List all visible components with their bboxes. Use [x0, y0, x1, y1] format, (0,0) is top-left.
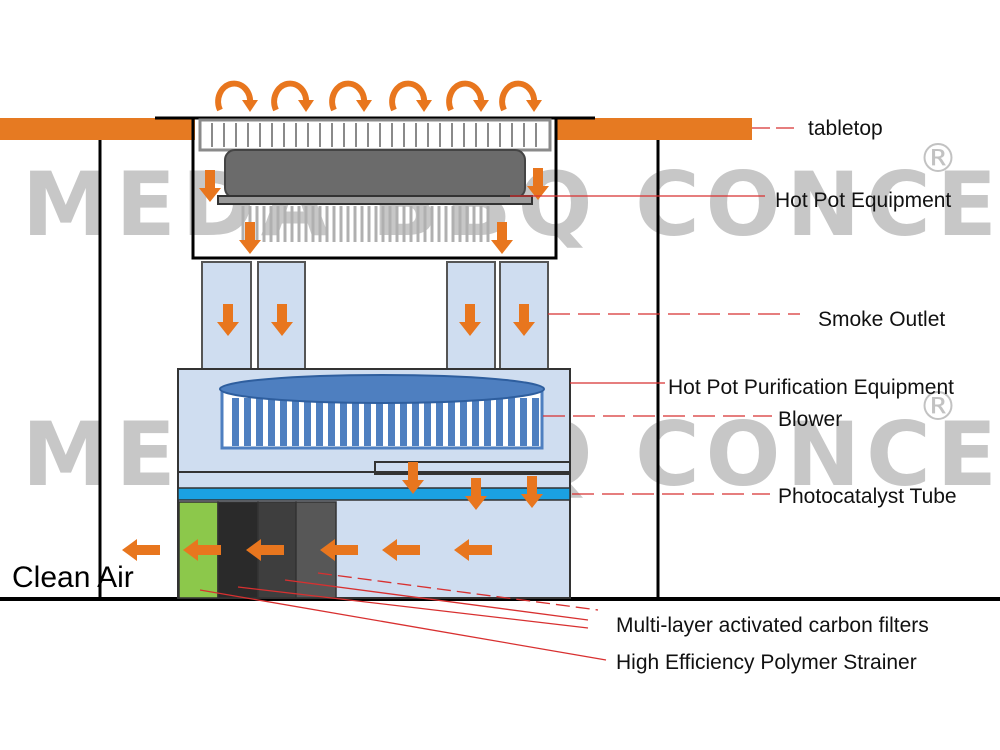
smoke-curl-head — [298, 100, 314, 112]
airflow-arrow-down — [527, 168, 549, 200]
tabletop-right — [555, 118, 752, 140]
blower-blade — [436, 398, 443, 446]
blower-blade — [256, 398, 263, 446]
smoke-curl — [446, 80, 485, 112]
airflow-arrow-down — [402, 462, 424, 494]
leader-carbon-1 — [317, 572, 599, 611]
blower-blade — [508, 398, 515, 446]
smoke-curl — [271, 80, 310, 112]
photocatalyst-tube — [177, 487, 571, 501]
blower-blade — [328, 398, 335, 446]
blower — [219, 374, 545, 450]
smoke-outlet-ducts — [201, 261, 549, 370]
airflow-arrow-down — [239, 222, 261, 254]
smoke-curl — [499, 80, 538, 112]
smoke-curl — [389, 80, 428, 112]
blower-blade — [400, 398, 407, 446]
tabletop-left — [0, 118, 195, 140]
label-polymer-strainer: High Efficiency Polymer Strainer — [616, 651, 917, 674]
label-carbon-filters: Multi-layer activated carbon filters — [616, 614, 929, 637]
blower-blade — [472, 398, 479, 446]
label-blower: Blower — [778, 408, 842, 431]
blower-blade — [388, 398, 395, 446]
blower-blade — [460, 398, 467, 446]
blower-blade — [304, 398, 311, 446]
blower-blade — [352, 398, 359, 446]
label-clean-air: Clean Air — [12, 561, 134, 594]
airflow-arrow-down — [459, 304, 481, 336]
airflow-arrow-down — [513, 304, 535, 336]
blower-blade — [316, 398, 323, 446]
airflow-arrow-left — [246, 539, 284, 561]
blower-blade — [376, 398, 383, 446]
grill-grate — [198, 118, 552, 152]
blower-blade — [412, 398, 419, 446]
blower-blade — [448, 398, 455, 446]
blower-blade — [532, 398, 539, 446]
leader-lines — [199, 127, 800, 661]
leader-carbon-2 — [284, 579, 589, 621]
airflow-arrow-down — [465, 478, 487, 510]
blower-blade — [280, 398, 287, 446]
blower-blade — [232, 398, 239, 446]
label-tabletop: tabletop — [808, 117, 883, 140]
blower-blade — [340, 398, 347, 446]
airflow-arrow-down — [491, 222, 513, 254]
hot-pot-pan — [217, 149, 533, 205]
airflow-arrow-down — [521, 476, 543, 508]
airflow-arrow-left — [122, 539, 160, 561]
smoke-curl — [329, 80, 368, 112]
airflow-arrow-left — [454, 539, 492, 561]
airflow-arrow-down — [199, 170, 221, 202]
watermark-registered-mark: ® — [918, 384, 958, 430]
blower-blade — [484, 398, 491, 446]
label-purification-equipment: Hot Pot Purification Equipment — [668, 376, 954, 399]
airflow-arrow-down — [271, 304, 293, 336]
blower-blade — [292, 398, 299, 446]
smoke-curl — [215, 80, 254, 112]
blower-blade — [244, 398, 251, 446]
blower-outlet-plate — [374, 461, 571, 475]
airflow-arrow-down — [217, 304, 239, 336]
airflow-arrow-left — [183, 539, 221, 561]
hot-pot-well — [191, 118, 558, 260]
blower-blade — [364, 398, 371, 446]
label-hot-pot-equipment: Hot Pot Equipment — [775, 189, 951, 212]
blower-blade — [496, 398, 503, 446]
leader-polymer-strainer — [199, 589, 607, 661]
smoke-curl-arrows — [215, 80, 542, 112]
smoke-curl-head — [416, 100, 432, 112]
label-smoke-outlet: Smoke Outlet — [818, 308, 945, 331]
blower-blade — [268, 398, 275, 446]
smoke-curl-head — [526, 100, 542, 112]
blower-blade — [424, 398, 431, 446]
airflow-arrow-left — [320, 539, 358, 561]
airflow-arrows — [122, 168, 549, 561]
airflow-arrow-left — [382, 539, 420, 561]
smoke-curl-head — [356, 100, 372, 112]
label-photocatalyst-tube: Photocatalyst Tube — [778, 485, 957, 508]
watermark-registered-mark: ® — [918, 136, 958, 182]
leader-carbon-3 — [237, 586, 589, 629]
blower-blade — [520, 398, 527, 446]
smoke-curl-head — [242, 100, 258, 112]
smoke-curl-head — [473, 100, 489, 112]
